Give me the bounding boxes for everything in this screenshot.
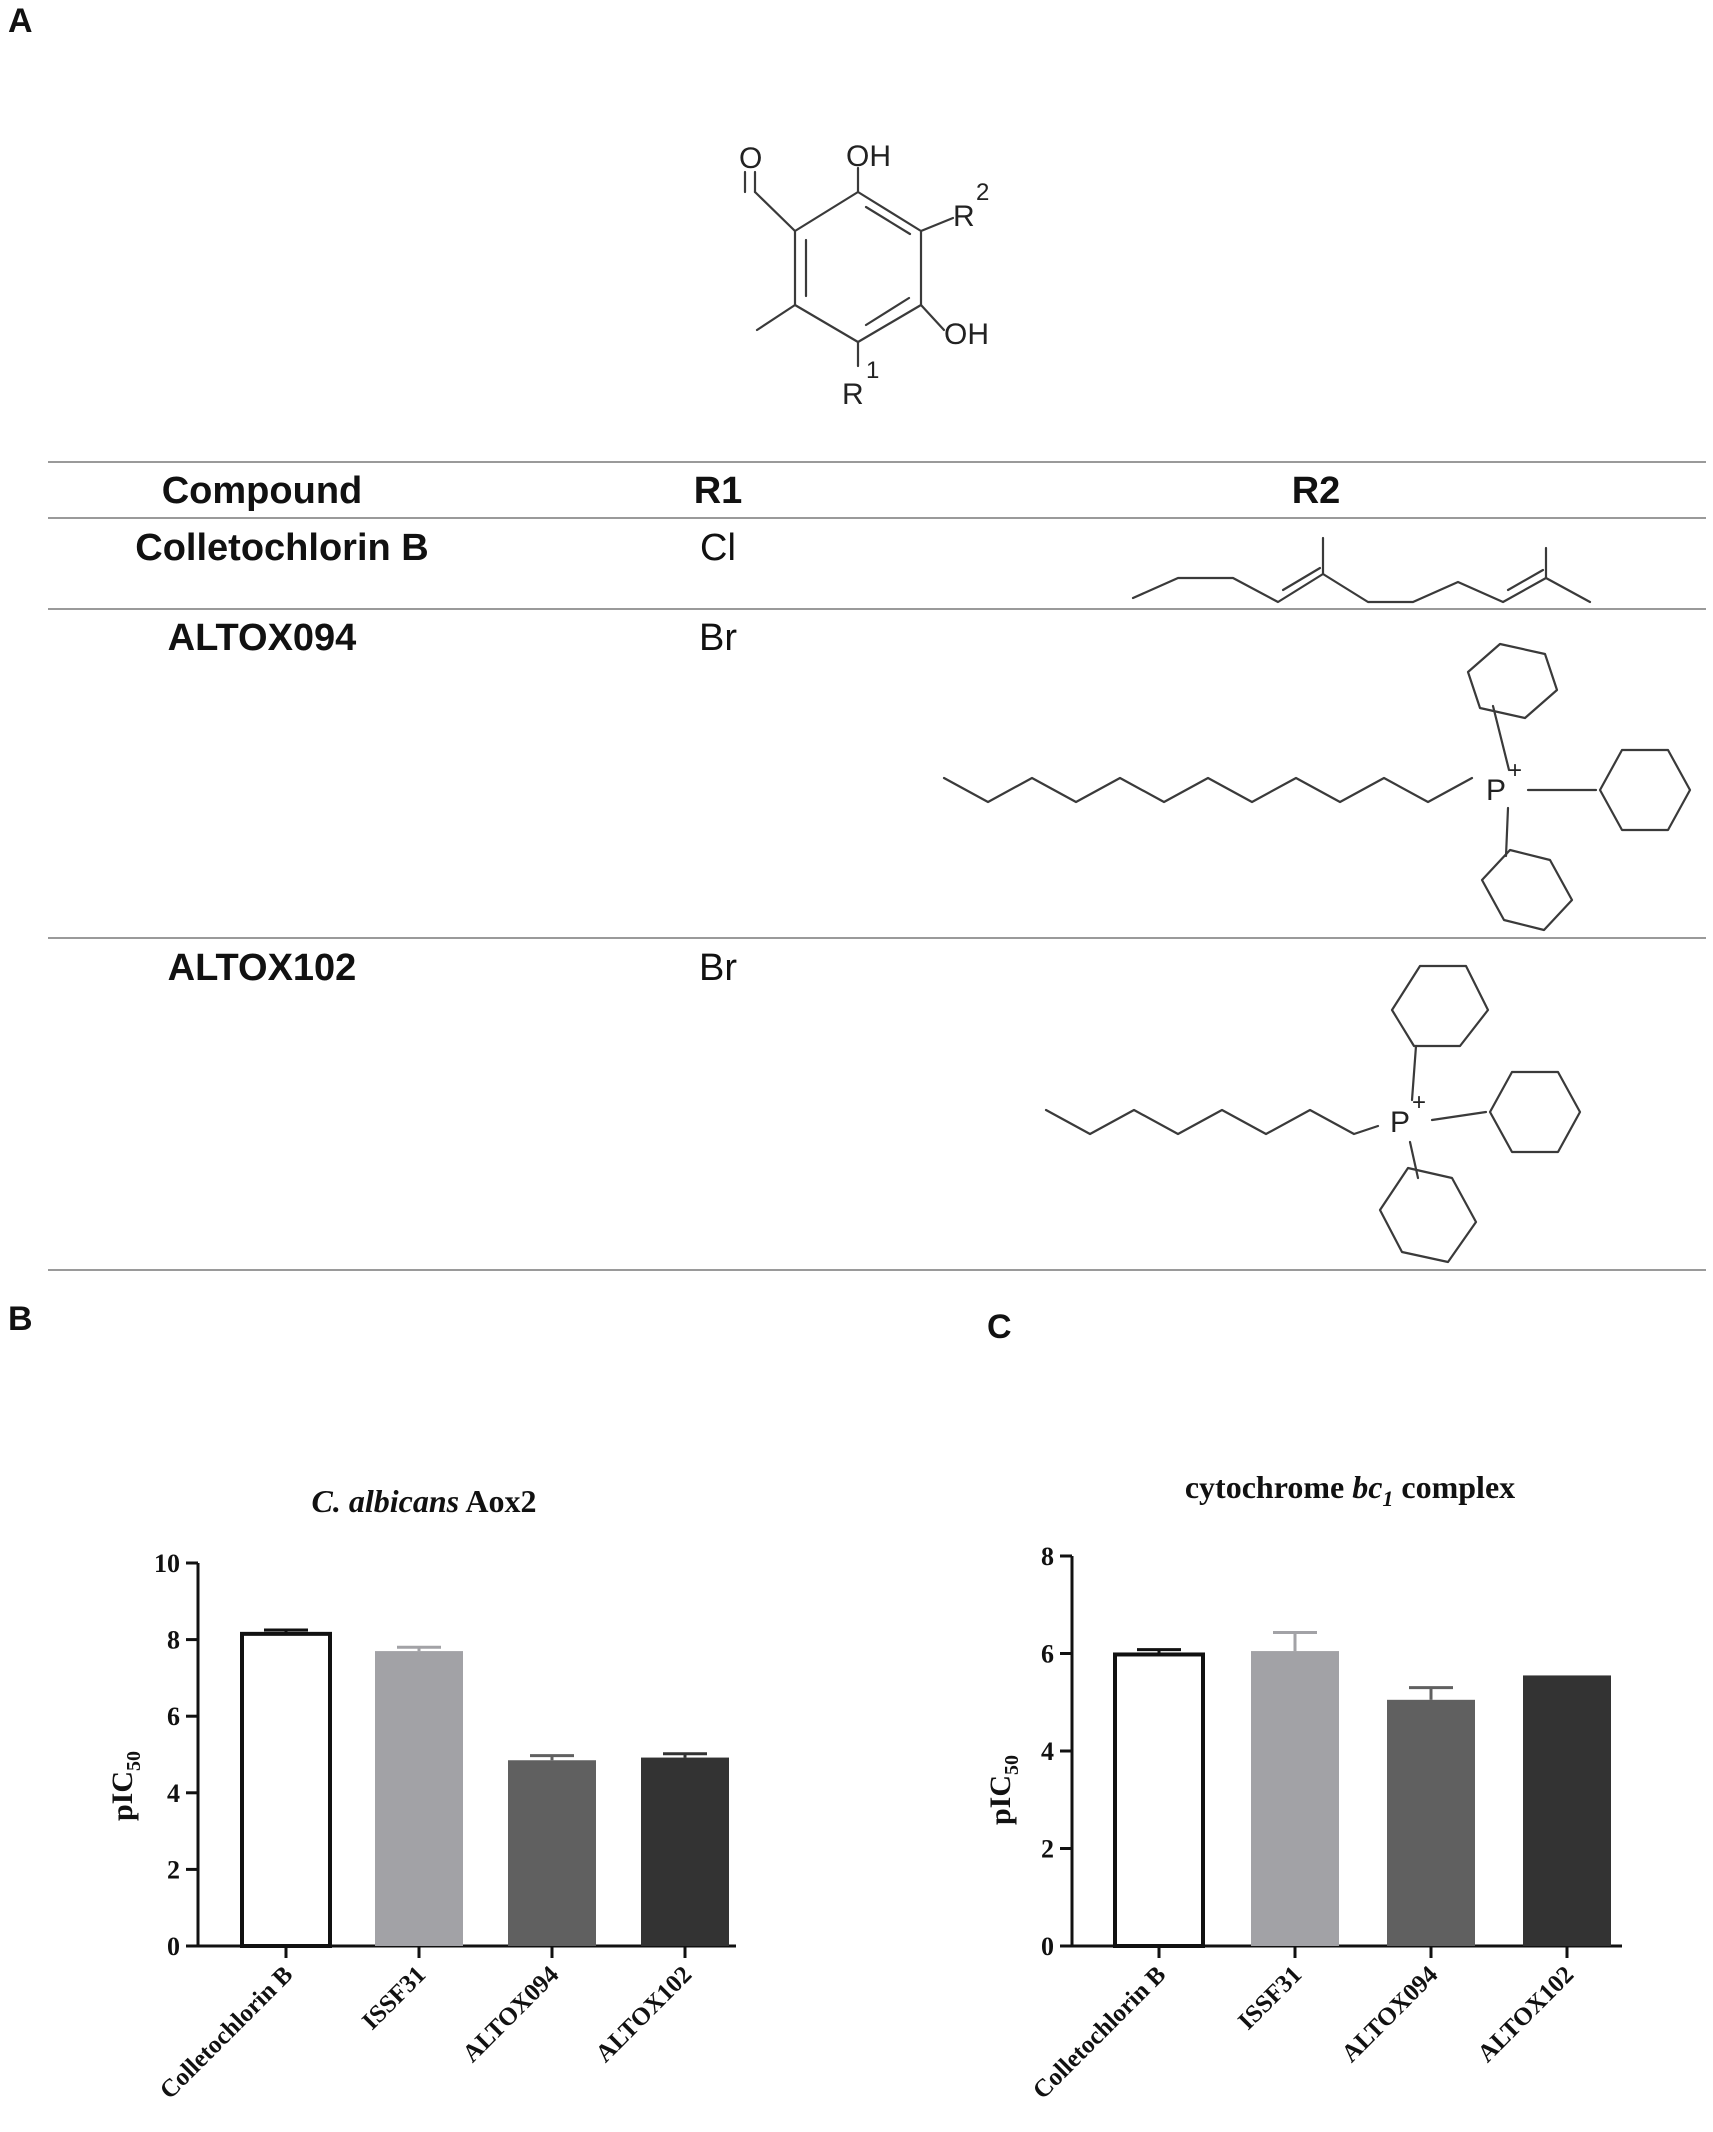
phenyl-ring <box>1378 1166 1478 1264</box>
row-compound-name: Colletochlorin B <box>135 527 428 569</box>
r1-label: R <box>842 378 864 411</box>
bar <box>375 1651 463 1946</box>
phenyl-ring <box>1488 1070 1582 1154</box>
positive-charge: + <box>1508 757 1522 784</box>
header-compound: Compound <box>162 470 363 512</box>
bar <box>1387 1699 1475 1946</box>
header-r2: R2 <box>1292 470 1341 512</box>
y-axis-label: pIC50 <box>984 1755 1023 1825</box>
bar <box>1113 1652 1205 1948</box>
y-tick-label: 8 <box>167 1626 180 1655</box>
chart-title: C. albicans Aox2 <box>312 1483 537 1519</box>
svg-text:C. albicans Aox2: C. albicans Aox2 <box>312 1483 537 1519</box>
panel-label-c: C <box>987 1308 1012 1346</box>
bar <box>1251 1651 1339 1946</box>
row-r1-value: Cl <box>700 527 736 569</box>
x-tick-label: ALTOX094 <box>1337 1961 1444 2068</box>
hydroxyl-top: OH <box>846 140 891 173</box>
row-r1-value: Br <box>699 947 737 989</box>
header-r1: R1 <box>694 470 743 512</box>
bar <box>1523 1675 1611 1946</box>
phenyl-ring <box>1480 848 1574 932</box>
x-tick-label: Colletochlorin B <box>1028 1961 1171 2104</box>
x-tick-label: ALTOX102 <box>1473 1961 1580 2068</box>
hydroxyl-bottom: OH <box>944 318 989 351</box>
row-r1-value: Br <box>699 617 737 659</box>
row-compound-name: ALTOX102 <box>168 947 357 989</box>
structure-table-panel: O OH R 2 OH R 1 Compound R1 R2 Colletoch… <box>48 140 1706 1271</box>
phosphorus-atom: P <box>1390 1106 1410 1139</box>
row-compound-name: ALTOX094 <box>168 617 357 659</box>
undecyl-phosphonium-structure: P + <box>942 642 1692 932</box>
y-tick-label: 4 <box>167 1779 180 1808</box>
y-tick-label: 0 <box>1041 1932 1054 1961</box>
r1-superscript: 1 <box>866 357 879 384</box>
y-tick-label: 2 <box>167 1855 180 1884</box>
x-tick-label: ISSF31 <box>1233 1961 1307 2035</box>
y-tick-label: 6 <box>167 1702 180 1731</box>
r2-superscript: 2 <box>976 179 989 206</box>
phosphorus-atom: P <box>1486 774 1506 807</box>
y-tick-label: 10 <box>154 1549 180 1578</box>
y-tick-label: 2 <box>1041 1835 1054 1864</box>
y-tick-label: 6 <box>1041 1640 1054 1669</box>
svg-text:cytochrome bc1 complex: cytochrome bc1 complex <box>1185 1469 1515 1511</box>
positive-charge: + <box>1412 1089 1426 1116</box>
y-axis-label: pIC50 <box>106 1751 145 1821</box>
phenyl-ring <box>1390 964 1490 1048</box>
bar <box>641 1757 729 1946</box>
y-tick-label: 0 <box>167 1932 180 1961</box>
chart-title: cytochrome bc1 complex <box>1185 1469 1515 1511</box>
y-tick-label: 8 <box>1041 1542 1054 1571</box>
heptyl-phosphonium-structure: P + <box>1044 964 1582 1264</box>
prenyl-chain-structure <box>1131 536 1592 604</box>
bar <box>508 1760 596 1946</box>
r2-label: R <box>953 200 975 233</box>
y-tick-label: 4 <box>1041 1737 1054 1766</box>
panel-label-b: B <box>8 1300 33 1338</box>
scaffold-structure: O OH R 2 OH R 1 <box>739 140 989 411</box>
aldehyde-oxygen: O <box>739 142 762 175</box>
phenyl-ring <box>1598 748 1692 832</box>
bar <box>240 1631 332 1948</box>
panel-label-a: A <box>8 2 33 40</box>
phenyl-ring <box>1466 642 1559 720</box>
